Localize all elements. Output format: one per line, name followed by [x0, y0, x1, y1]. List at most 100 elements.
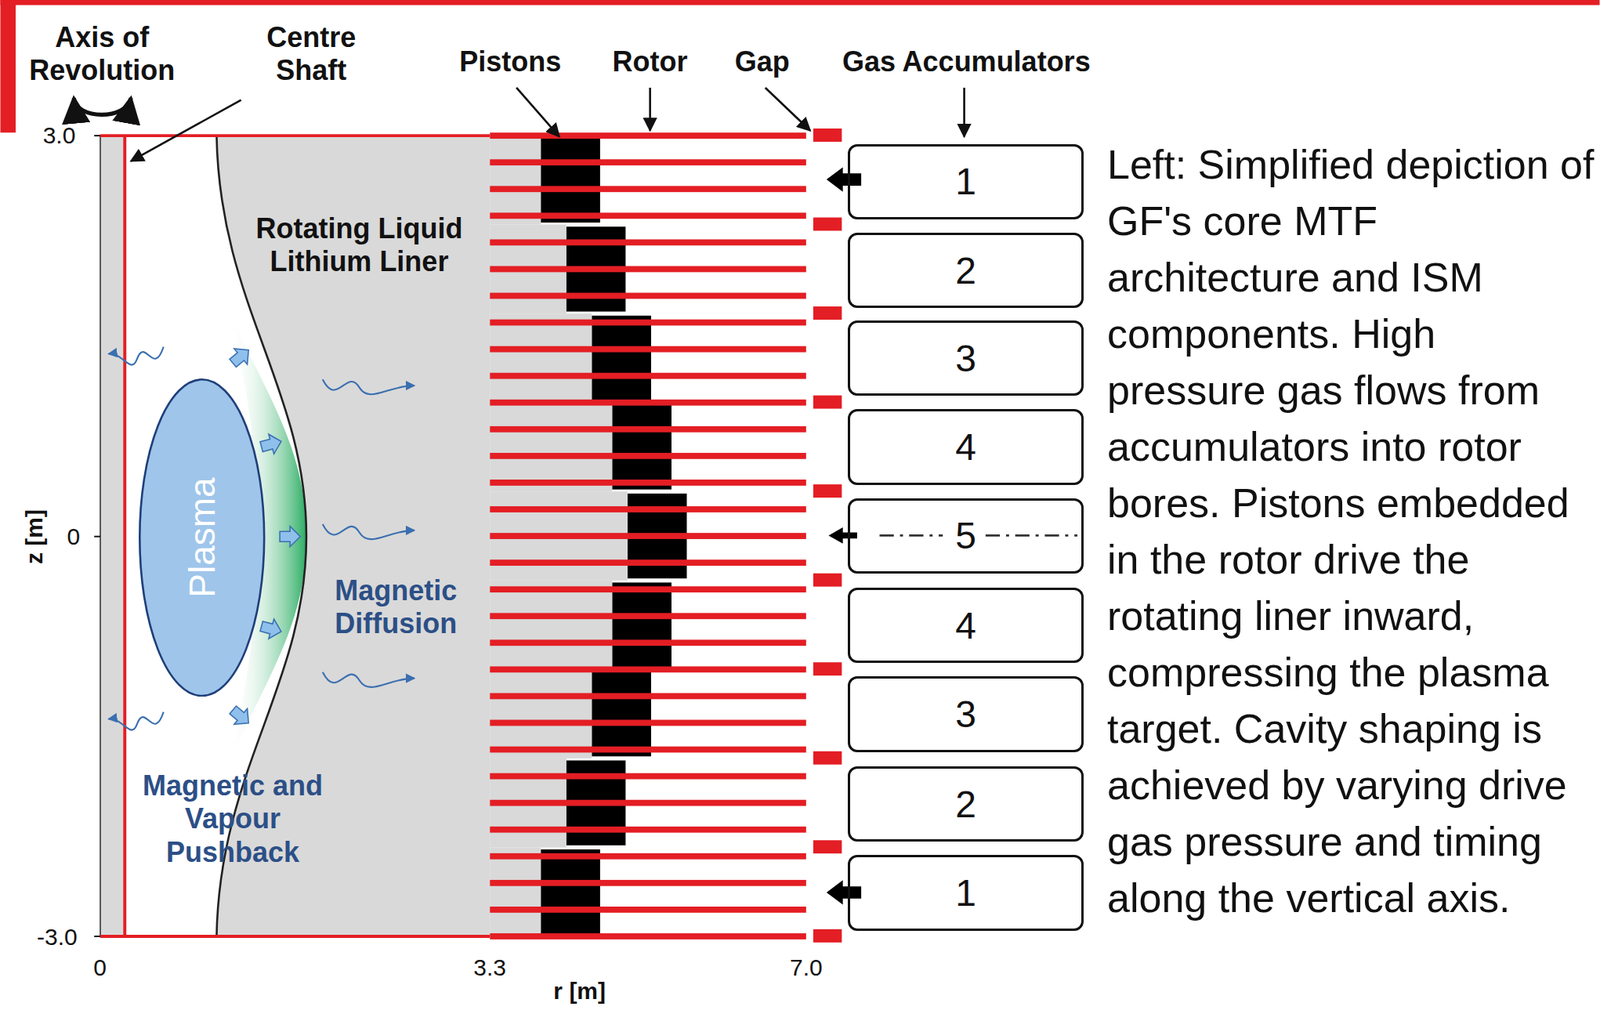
gas-accumulator: 4: [847, 587, 1084, 663]
rotor-bar: [489, 266, 807, 273]
rotor-bar: [489, 532, 807, 540]
piston: [611, 582, 671, 667]
caption: Left: Simplified depiction of GF's core …: [1107, 136, 1596, 927]
accumulator-number: 4: [950, 425, 981, 469]
rotor-bar: [489, 879, 807, 887]
rotor-bar: [489, 586, 807, 593]
part-label: Centre Shaft: [232, 21, 390, 88]
rotor-bar: [489, 639, 807, 646]
axis-label: 0: [93, 953, 107, 981]
gas-accumulator: 5: [847, 498, 1084, 574]
gap-seal: [813, 751, 842, 765]
axis-label: 3.0: [43, 122, 77, 150]
leader-line: [648, 87, 652, 131]
flow-arrow: [826, 166, 862, 905]
rotor-bar: [489, 693, 807, 700]
gap-seal: [813, 484, 842, 498]
axis-label: 0: [66, 522, 80, 551]
rotor-bar: [489, 612, 807, 620]
wave-arrow: [322, 379, 415, 395]
part-label: Magnetic and Vapour Pushback: [138, 769, 327, 869]
gas-accumulator: 3: [847, 320, 1084, 396]
part-label: Gap: [734, 45, 790, 79]
flow-arrow: [828, 527, 857, 544]
liner-liquid: [489, 402, 612, 493]
part-label: Rotating Liquid Lithium Liner: [245, 211, 473, 279]
rotor-bar: [489, 238, 807, 246]
liner-liquid: [489, 669, 592, 759]
leader-line: [130, 100, 242, 162]
liner-liquid: [489, 580, 612, 670]
liner-liquid: [489, 847, 541, 937]
centre-line: [985, 534, 1078, 537]
vessel-outline: [100, 135, 490, 937]
part-label: Magnetic Diffusion: [309, 573, 482, 641]
rotor-bar: [489, 800, 807, 807]
frame-bar: [0, 0, 1600, 133]
gap-seal: [813, 929, 842, 943]
frame-bar: [0, 0, 1600, 6]
gap-seal: [813, 839, 842, 854]
piston: [591, 315, 651, 401]
vessel-outline: [123, 135, 127, 937]
push-arrow: [279, 526, 301, 547]
push-arrow: [258, 431, 284, 457]
rotor-bar: [489, 212, 807, 219]
flow-arrow: [826, 166, 862, 192]
wave-arrow: [322, 524, 415, 540]
flow-arrow: [826, 879, 862, 905]
gap-seal: [813, 217, 842, 232]
rotor-bar: [489, 346, 807, 353]
rotor-bar: [489, 319, 807, 326]
centre-line: [879, 534, 944, 537]
rotor-bar: [489, 399, 807, 406]
leader-line: [516, 87, 560, 137]
axis-label: 7.0: [789, 953, 823, 981]
gas-accumulator: 2: [847, 766, 1084, 842]
centre-shaft: [100, 135, 125, 937]
piston: [540, 849, 600, 934]
liner-liquid: [489, 313, 592, 403]
rotor-bar: [489, 479, 807, 486]
axis-tick: [94, 935, 101, 938]
gap-seal: [813, 573, 842, 587]
rotor-bar: [489, 853, 807, 860]
vessel-outline: [100, 934, 490, 938]
rotor-bar: [489, 159, 807, 166]
rotor-bar: [489, 666, 807, 673]
centre-shaft: [100, 135, 125, 937]
gas-accumulator: 1: [847, 854, 1084, 931]
leader-line: [962, 87, 966, 137]
rotor-bar: [489, 720, 807, 727]
accumulator-number: 3: [950, 336, 981, 381]
plasma-shape: [139, 379, 265, 696]
push-arrow: [226, 702, 256, 732]
rotor-bar: [489, 293, 807, 300]
axis-tick: [94, 535, 101, 538]
accumulator-number: 3: [950, 692, 981, 736]
accumulator-number: 2: [950, 249, 981, 293]
part-label: Rotor: [612, 45, 688, 79]
gap-seal: [813, 395, 842, 410]
leader-line: [73, 97, 131, 115]
rotor-bar: [489, 933, 807, 940]
wave-arrow: [108, 347, 415, 731]
rotor-bar: [489, 452, 807, 460]
rotor-bar: [489, 426, 807, 433]
gas-accumulator: 4: [847, 409, 1084, 485]
accumulator-number: 4: [950, 604, 981, 648]
axis-label: -3.0: [36, 923, 78, 951]
plasma-label: Plasma: [180, 477, 224, 598]
push-arrow: [226, 342, 256, 372]
rotor-bar: [489, 746, 807, 753]
axis-tick: [94, 135, 101, 937]
gas-accumulator: 3: [847, 676, 1084, 752]
rotor-bar: [489, 559, 807, 566]
push-arrow: [258, 616, 284, 642]
accumulator-number: 1: [950, 159, 981, 203]
rotor-bar: [489, 372, 807, 380]
wave-arrow: [108, 712, 163, 731]
rotor-bar: [489, 906, 807, 913]
piston: [591, 671, 651, 757]
axis-label: 3.3: [473, 953, 507, 981]
